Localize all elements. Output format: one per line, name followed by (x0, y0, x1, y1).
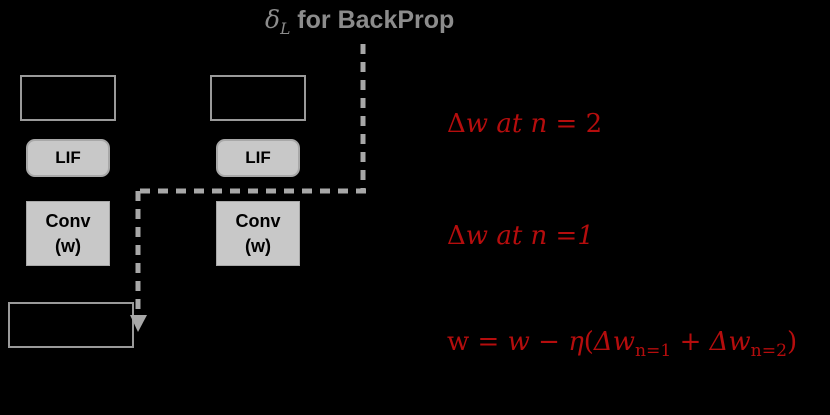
block-conv-col1[interactable]: Conv (w) (26, 201, 110, 266)
eq1-w: w (465, 109, 489, 139)
delta-symbol: δ (265, 5, 281, 34)
block-lif-label-col2: LIF (245, 148, 271, 167)
title-text: for BackProp (290, 6, 455, 34)
equation-weight-update: w = w − η(Δwn=1 + Δwn=2) (447, 327, 798, 362)
block-conv-label-line1-col1: Conv (45, 211, 91, 232)
eq3-delta2: Δw (709, 327, 751, 357)
eq1-delta: Δ (447, 109, 466, 139)
block-lif-col2[interactable]: LIF (216, 139, 300, 177)
eq2-at: at (496, 221, 523, 251)
eq2-w: w (465, 221, 489, 251)
eq2-equals: = (555, 221, 578, 251)
eq2-n: n (530, 221, 548, 251)
eq2-value: 1 (577, 221, 594, 251)
eq1-n: n (530, 109, 548, 139)
block-conv-label-line2-col2: (w) (245, 235, 271, 256)
block-lif-label-col1: LIF (55, 148, 81, 167)
eq3-minus: − (538, 327, 560, 357)
eq3-close-paren: ) (787, 327, 798, 357)
eq3-eta: η (568, 327, 584, 357)
eq1-at: at (496, 109, 523, 139)
eq3-sub1: n=1 (634, 341, 672, 362)
eq3-sub2: n=2 (750, 341, 787, 362)
eq3-w-lhs: w (447, 327, 470, 357)
eq3-open-paren: ( (583, 327, 594, 357)
eq3-delta1: Δw (593, 327, 635, 357)
block-lif-col1[interactable]: LIF (26, 139, 110, 177)
block-conv-col2[interactable]: Conv (w) (216, 201, 300, 266)
block-empty-top-col1 (20, 75, 116, 121)
equation-delta-w-n1: Δw at n =1 (447, 221, 594, 252)
eq1-equals: = (555, 109, 578, 139)
eq2-delta: Δ (447, 221, 466, 251)
equation-delta-w-n2: Δw at n = 2 (447, 109, 603, 140)
block-empty-bottom-col1 (8, 302, 134, 348)
page-title: δL for BackProp (265, 6, 454, 38)
block-conv-label-line1-col2: Conv (235, 211, 281, 232)
eq3-w-rhs: w (507, 327, 530, 357)
block-conv-label-line2-col1: (w) (55, 235, 81, 256)
eq3-plus: + (679, 327, 702, 357)
block-empty-top-col2 (210, 75, 306, 121)
eq3-equals: = (477, 327, 500, 357)
delta-subscript: L (280, 20, 291, 38)
eq1-value: 2 (585, 109, 603, 139)
